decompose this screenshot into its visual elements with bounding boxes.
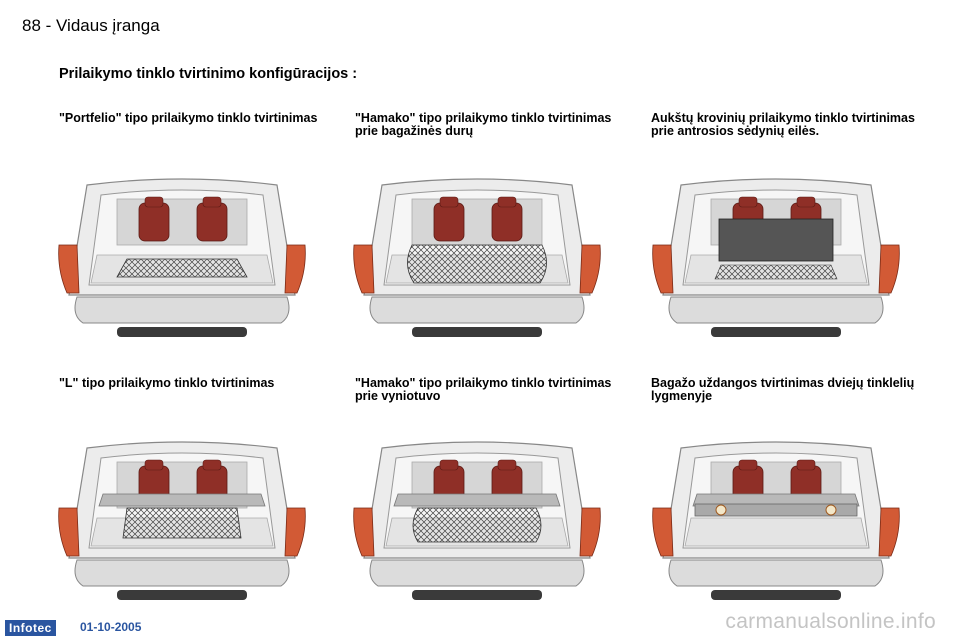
trunk-svg: [353, 178, 601, 337]
bumper-trim: [412, 590, 542, 600]
bumper-trim: [711, 327, 841, 337]
trunk-illustration-hammock-roller-net: [352, 438, 602, 608]
infotec-logo: Infotec: [5, 620, 56, 636]
caption-tall-load-net: Aukštų krovinių prilaikymo tinklo tvirti…: [651, 111, 915, 138]
trunk-illustration-l-net: [57, 438, 307, 608]
rear-bumper: [668, 296, 884, 324]
right-seat: [196, 202, 228, 242]
right-taillight: [284, 244, 306, 294]
right-taillight: [579, 244, 601, 294]
trunk-illustration-tall-load-net: [651, 175, 901, 345]
trunk-illustration-portfolio-net: [57, 175, 307, 345]
rear-bumper: [369, 559, 585, 587]
right-taillight: [878, 507, 900, 557]
headrest: [439, 196, 459, 208]
right-seat: [491, 202, 523, 242]
right-taillight: [878, 244, 900, 294]
headrest: [144, 196, 164, 208]
cargo-net: [694, 503, 858, 517]
cargo-net: [412, 507, 542, 543]
anchor-point: [715, 504, 727, 516]
caption-hammock-door-net: "Hamako" tipo prilaikymo tinklo tvirtini…: [355, 111, 612, 138]
cargo-net: [116, 258, 248, 278]
headrest: [144, 459, 164, 471]
rear-bumper: [369, 296, 585, 324]
caption-cover-level: Bagažo uždangos tvirtinimas dviejų tinkl…: [651, 376, 915, 403]
left-taillight: [652, 507, 674, 557]
section-title: Prilaikymo tinklo tvirtinimo konfigūraci…: [59, 66, 358, 82]
rear-bumper: [668, 559, 884, 587]
rear-bumper: [74, 559, 290, 587]
left-taillight: [353, 507, 375, 557]
left-taillight: [58, 507, 80, 557]
trunk-svg: [652, 441, 900, 600]
headrest: [738, 196, 758, 208]
trunk-svg: [652, 178, 900, 337]
anchor-point: [825, 504, 837, 516]
caption-hammock-roller-net: "Hamako" tipo prilaikymo tinklo tvirtini…: [355, 376, 612, 403]
cargo-net: [718, 218, 834, 262]
caption-portfolio-net: "Portfelio" tipo prilaikymo tinklo tvirt…: [59, 111, 318, 125]
headrest: [497, 196, 517, 208]
floor-net: [714, 264, 838, 280]
headrest: [796, 459, 816, 471]
left-taillight: [353, 244, 375, 294]
headrest: [796, 196, 816, 208]
luggage-cover: [692, 493, 860, 507]
bumper-trim: [412, 327, 542, 337]
right-taillight: [579, 507, 601, 557]
trunk-illustration-hammock-door-net: [352, 175, 602, 345]
watermark: carmanualsonline.info: [725, 610, 936, 633]
headrest: [202, 196, 222, 208]
bumper-trim: [711, 590, 841, 600]
caption-l-net: "L" tipo prilaikymo tinklo tvirtinimas: [59, 376, 275, 390]
cabin-window: [116, 198, 248, 246]
bumper-trim: [117, 327, 247, 337]
right-taillight: [284, 507, 306, 557]
headrest: [738, 459, 758, 471]
headrest: [439, 459, 459, 471]
left-taillight: [652, 244, 674, 294]
cabin-window: [411, 198, 543, 246]
page-header: 88 - Vidaus įranga: [22, 16, 160, 35]
luggage-cover: [393, 493, 561, 507]
trunk-svg: [58, 178, 306, 337]
headrest: [202, 459, 222, 471]
bumper-trim: [117, 590, 247, 600]
footer-date: 01-10-2005: [80, 620, 142, 634]
trunk-svg: [58, 441, 306, 600]
cargo-net: [122, 507, 242, 539]
left-seat: [433, 202, 465, 242]
trunk-svg: [353, 441, 601, 600]
headrest: [497, 459, 517, 471]
rear-bumper: [74, 296, 290, 324]
luggage-cover: [98, 493, 266, 507]
left-seat: [138, 202, 170, 242]
left-taillight: [58, 244, 80, 294]
trunk-floor: [684, 517, 868, 547]
cargo-net: [407, 244, 547, 284]
trunk-illustration-cover-level: [651, 438, 901, 608]
